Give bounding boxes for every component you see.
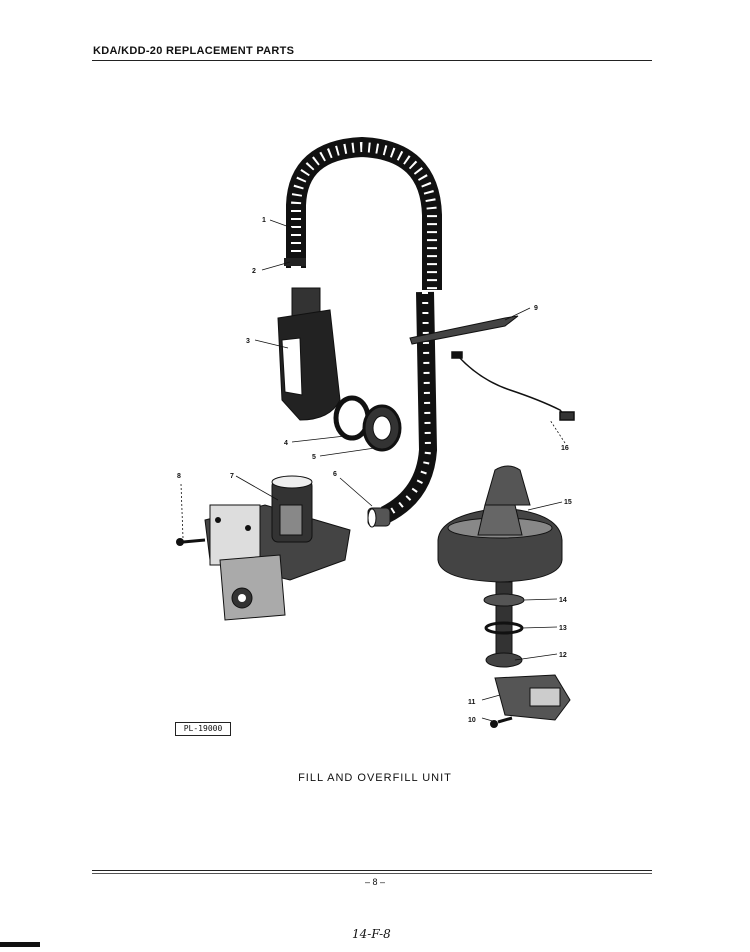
float-switch (490, 674, 571, 728)
callout-12: 12 (559, 652, 567, 659)
callout-7: 7 (230, 473, 234, 480)
stem-nut (483, 593, 525, 607)
stem-bushing (485, 652, 523, 668)
mounting-screw (176, 538, 206, 546)
water-valve (204, 475, 351, 621)
callout-1: 1 (262, 217, 266, 224)
callout-11: 11 (468, 699, 476, 706)
figure-caption: FILL AND OVERFILL UNIT (298, 772, 452, 784)
footer-rule-secondary (92, 873, 652, 874)
header-rule (92, 60, 652, 61)
callout-9: 9 (534, 305, 538, 312)
tie-strap (409, 315, 519, 345)
page-header-title: KDA/KDD-20 REPLACEMENT PARTS (93, 45, 295, 57)
fill-funnel (277, 287, 341, 421)
callout-13: 13 (559, 625, 567, 632)
wire-harness (451, 351, 575, 421)
float (437, 465, 563, 583)
callout-6: 6 (333, 471, 337, 478)
hose-coupling (367, 507, 391, 528)
page-number: – 8 – (364, 877, 386, 887)
hose-clamp (284, 258, 306, 266)
handwritten-note: 14-F-8 (352, 927, 391, 941)
float-stem (483, 581, 525, 668)
callout-3: 3 (246, 338, 250, 345)
fill-hose (286, 136, 442, 290)
lower-hose (380, 291, 438, 524)
callout-16: 16 (561, 445, 569, 452)
reference-code-box: PL-19000 (175, 722, 231, 736)
callout-2: 2 (252, 268, 256, 275)
callout-15: 15 (564, 499, 572, 506)
callout-14: 14 (559, 597, 567, 604)
footer-rule (92, 870, 652, 871)
callout-5: 5 (312, 454, 316, 461)
callout-10: 10 (468, 717, 476, 724)
scan-corner-mark (0, 942, 40, 947)
callout-8: 8 (177, 473, 181, 480)
callout-4: 4 (284, 440, 288, 447)
leader-lines (180, 219, 566, 723)
